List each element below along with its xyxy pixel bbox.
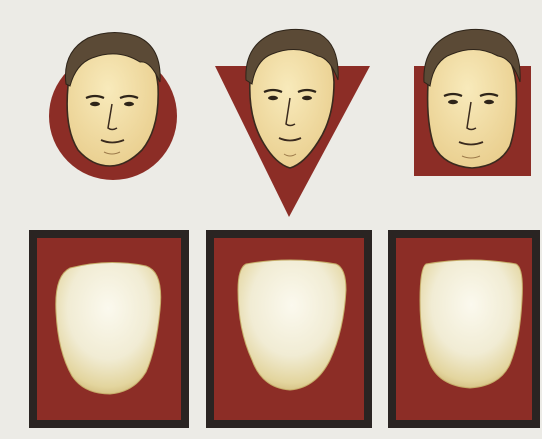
square-face-panel (414, 29, 531, 176)
tapering-tooth-panel (206, 230, 372, 428)
round-face-icon (65, 32, 160, 166)
triangular-face-panel (215, 29, 370, 217)
square-tooth-panel (388, 230, 540, 428)
ovoid-tooth-icon (56, 262, 161, 394)
ovoid-tooth-panel (29, 230, 189, 428)
square-tooth-icon (420, 260, 522, 388)
round-face-panel (49, 32, 177, 180)
square-face-icon (424, 29, 520, 168)
